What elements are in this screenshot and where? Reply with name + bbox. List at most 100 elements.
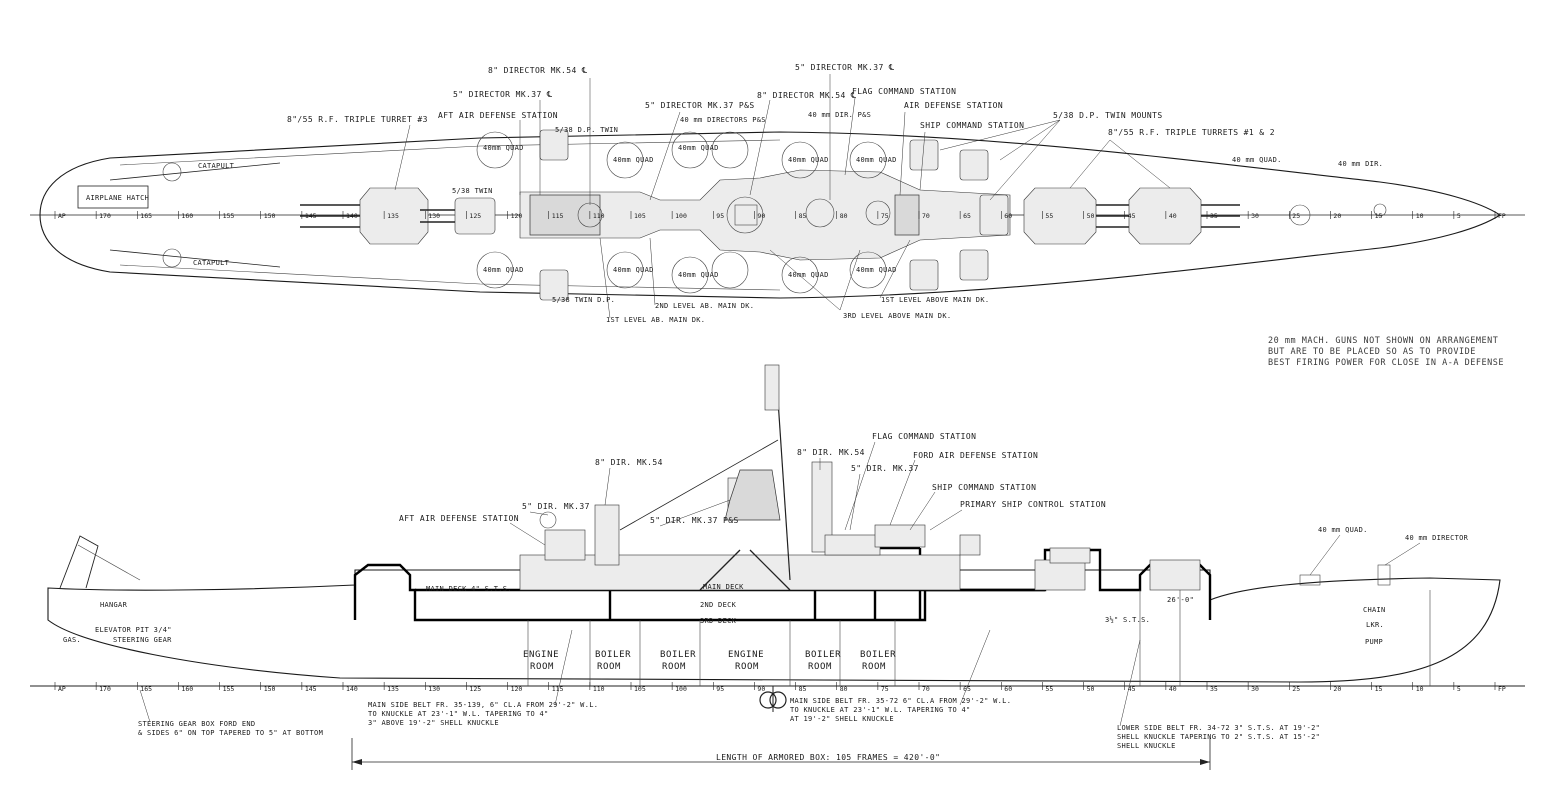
quad-tag: 40mm QUAD — [788, 271, 829, 279]
label-3rd-deck: 3RD DECK — [700, 617, 737, 625]
5in-twin-mounts — [539, 129, 1009, 301]
director-base — [734, 204, 758, 226]
label-twin-mounts: 5/38 D.P. TWIN MOUNTS — [1053, 111, 1163, 120]
frame-number: 165 — [140, 212, 152, 220]
frame-number: 170 — [99, 212, 111, 220]
fwd-40mm-quad — [1289, 204, 1311, 226]
label-main-deck-aft: MAIN DECK 4" S.T.S. — [426, 585, 512, 593]
frame-number: 70 — [922, 212, 930, 220]
frame-number: 120 — [511, 685, 523, 693]
frame-number: 15 — [1375, 212, 1383, 220]
frame-number: 50 — [1087, 685, 1095, 693]
plan-deck-line — [119, 139, 781, 166]
frame-number: 40 — [1169, 212, 1177, 220]
frame-number: FP — [1498, 685, 1506, 693]
frame-number: 70 — [922, 685, 930, 693]
frame-number: 165 — [140, 685, 152, 693]
frame-number: 20 — [1333, 685, 1341, 693]
label-hangar: HANGAR — [100, 601, 128, 609]
label-3rd-level: 3RD LEVEL ABOVE MAIN DK. — [843, 312, 951, 320]
label-main-deck: MAIN DECK — [703, 583, 744, 591]
annot-length: LENGTH OF ARMORED BOX: 105 FRAMES = 420'… — [716, 753, 940, 762]
label-sts: 3½" S.T.S. — [1105, 616, 1150, 624]
label-boiler-room-1: BOILER — [595, 650, 631, 660]
frame-number: 95 — [716, 212, 724, 220]
frame-number: 55 — [1045, 685, 1053, 693]
annot-steer-2: & SIDES 6" ON TOP TAPERED TO 5" AT BOTTO… — [138, 729, 323, 737]
frame-number: 75 — [881, 212, 889, 220]
airplane-hatch — [77, 185, 149, 209]
label-dir54-fwd: 8" DIRECTOR MK.54 ℄ — [488, 66, 588, 75]
label-boiler-room-2b: ROOM — [662, 662, 686, 672]
frame-number: 40 — [1169, 685, 1177, 693]
frame-number: 135 — [387, 685, 399, 693]
frame-number: 135 — [387, 212, 399, 220]
frame-number: 65 — [963, 212, 971, 220]
profile-leader-lines — [509, 441, 1421, 576]
frame-number: 110 — [593, 685, 605, 693]
label-primary-control: PRIMARY SHIP CONTROL STATION — [960, 500, 1106, 509]
label-40mm-director: 40 mm DIRECTOR — [1405, 534, 1469, 542]
armored-box-length: LENGTH OF ARMORED BOX: 105 FRAMES = 420'… — [351, 738, 1211, 770]
mg-note: 20 mm MACH. GUNS NOT SHOWN ON ARRANGEMEN… — [1268, 336, 1504, 368]
label-boiler-room-3: BOILER — [805, 650, 841, 660]
bulkheads — [527, 590, 1431, 686]
frame-number: 160 — [181, 685, 193, 693]
frame-number: 150 — [264, 212, 276, 220]
label-boiler-room-4: BOILER — [860, 650, 896, 660]
label-engine-room-2b: ROOM — [735, 662, 759, 672]
plan-view: 40mm QUAD 40mm QUAD 40mm QUAD 40mm QUAD … — [30, 63, 1525, 324]
label-flag-command: FLAG COMMAND STATION — [872, 432, 976, 441]
annot-belt-c3: SHELL KNUCKLE — [1117, 742, 1176, 750]
crane — [59, 535, 99, 589]
label-boiler-room-1b: ROOM — [597, 662, 621, 672]
crane-jib — [77, 544, 141, 581]
frame-number: 140 — [346, 685, 358, 693]
label-dir37-top: 5" DIRECTOR MK.37 ℄ — [795, 63, 895, 72]
turret-1 — [1128, 187, 1240, 245]
annot-belt-b1: MAIN SIDE BELT FR. 35-72 6" CL.A FROM 29… — [790, 697, 1011, 705]
frame-number: 25 — [1292, 212, 1300, 220]
note-line-3: BEST FIRING POWER FOR CLOSE IN A-A DEFEN… — [1268, 358, 1504, 368]
frame-number: AP — [58, 685, 66, 693]
label-ship-command: SHIP COMMAND STATION — [920, 121, 1024, 130]
frame-number: 65 — [963, 685, 971, 693]
annot-belt-a2: TO KNUCKLE AT 23'-1" W.L. TAPERING TO 4" — [368, 710, 549, 718]
label-40mm-directors-ps: 40 mm DIRECTORS P&S — [680, 116, 766, 124]
annot-belt-a1: MAIN SIDE BELT FR. 35-139, 6" CL.A FROM … — [368, 701, 598, 709]
annot-belt-a3: 3" ABOVE 19'-2" SHELL KNUCKLE — [368, 719, 499, 727]
turret-2 — [1023, 187, 1130, 245]
quad-tag: 40mm QUAD — [613, 156, 654, 164]
quad-tag: 40mm QUAD — [483, 266, 524, 274]
quad-tag: 40mm QUAD — [483, 144, 524, 152]
label-538-twin: 5/38 D.P. TWIN — [555, 126, 618, 134]
frame-number: 10 — [1416, 685, 1424, 693]
label-lkr: LKR. — [1366, 621, 1384, 629]
quad-tag: 40mm QUAD — [856, 156, 897, 164]
label-ship-command-station: SHIP COMMAND STATION — [932, 483, 1036, 492]
frame-number: 115 — [552, 212, 564, 220]
annot-belt-b3: AT 19'-2" SHELL KNUCKLE — [790, 715, 894, 723]
label-boiler-room-2: BOILER — [660, 650, 696, 660]
label-538-twin-s: 5/38 TWIN — [452, 187, 493, 195]
label-flag-station: FLAG COMMAND STATION — [852, 87, 956, 96]
frame-number: 110 — [593, 212, 605, 220]
label-dir37-ps: 5" DIR. MK.37 P&S — [650, 516, 739, 525]
frame-number: 145 — [305, 212, 317, 220]
annot-belt-c2: SHELL KNUCKLE TAPERING TO 2" S.T.S. AT 1… — [1117, 733, 1320, 741]
note-line-2: BUT ARE TO BE PLACED SO AS TO PROVIDE — [1268, 347, 1476, 357]
frame-number: 155 — [223, 685, 235, 693]
frame-number: 55 — [1045, 212, 1053, 220]
frame-number: 5 — [1457, 212, 1461, 220]
label-40mm-quad: 40 mm QUAD. — [1232, 156, 1282, 164]
label-catapult-2: CATAPULT — [193, 259, 230, 267]
label-dir37-ps: 5" DIRECTOR MK.37 P&S — [645, 101, 755, 110]
plan-deck-line — [119, 264, 781, 291]
label-boiler-room-4b: ROOM — [862, 662, 886, 672]
frame-number: 5 — [1457, 685, 1461, 693]
catapult — [109, 162, 281, 181]
label-2nd-deck: 2ND DECK — [700, 601, 737, 609]
frame-number: AP — [58, 212, 66, 220]
catapult — [109, 249, 281, 268]
